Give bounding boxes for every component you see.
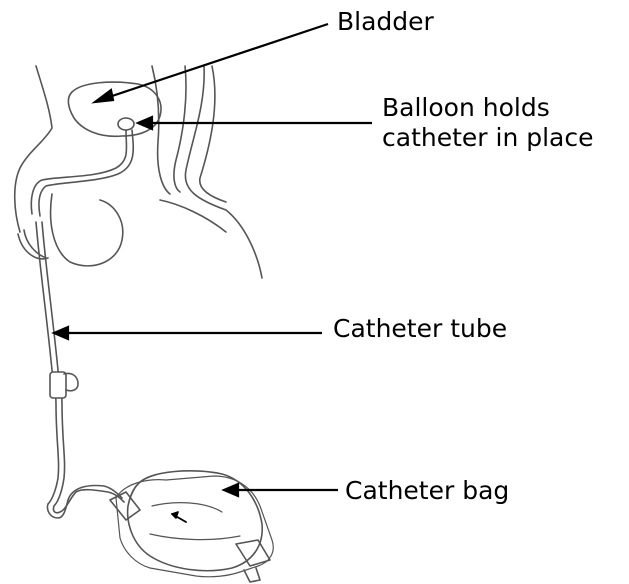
catheter-tube-illustration	[36, 222, 124, 518]
body-back-contour	[152, 66, 170, 194]
bladder-shape	[68, 82, 161, 136]
bag-fold	[152, 503, 222, 512]
label-balloon-line2: catheter in place	[382, 123, 594, 153]
catheter-bag-illustration	[110, 471, 273, 582]
arrowhead-bladder	[95, 90, 113, 102]
bag-strap-left	[110, 492, 140, 520]
body-front-contour	[15, 66, 52, 232]
bag-body	[128, 471, 263, 571]
label-bladder: Bladder	[337, 7, 434, 37]
bag-strap-right	[236, 540, 270, 566]
tube-line-left	[36, 222, 122, 518]
bag-frame	[116, 476, 273, 577]
leader-line-bladder	[103, 24, 328, 99]
tube-connector	[50, 372, 66, 398]
bag-flow-arrowhead	[172, 512, 178, 518]
label-balloon-line1: Balloon holds	[382, 93, 594, 123]
arrowhead-tube	[54, 327, 68, 339]
urethra-path-outer	[39, 130, 133, 216]
body-back-contour-inner	[174, 66, 186, 192]
arrowhead-balloon	[138, 117, 152, 129]
label-balloon: Balloon holds catheter in place	[382, 93, 594, 153]
urethra-path	[31, 130, 126, 214]
anatomy-illustration	[15, 66, 262, 278]
buttock-contour	[185, 66, 262, 278]
arrowhead-bag	[224, 484, 238, 496]
thigh-contour	[160, 200, 226, 232]
label-catheter-bag: Catheter bag	[345, 476, 509, 506]
leader-lines	[54, 24, 372, 496]
label-catheter-tube: Catheter tube	[333, 314, 507, 344]
bag-fold-lower	[150, 534, 240, 540]
scrotum-contour	[51, 194, 123, 266]
balloon-shape	[118, 118, 134, 130]
